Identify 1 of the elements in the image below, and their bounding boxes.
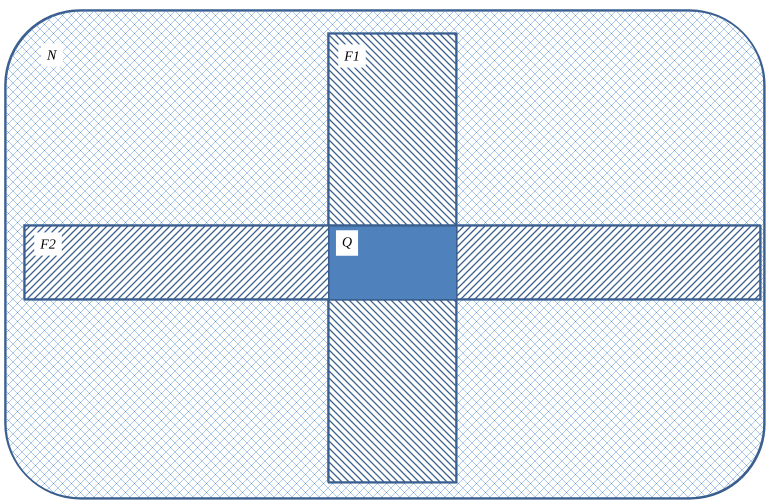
filled-square: Q: [328, 225, 458, 301]
